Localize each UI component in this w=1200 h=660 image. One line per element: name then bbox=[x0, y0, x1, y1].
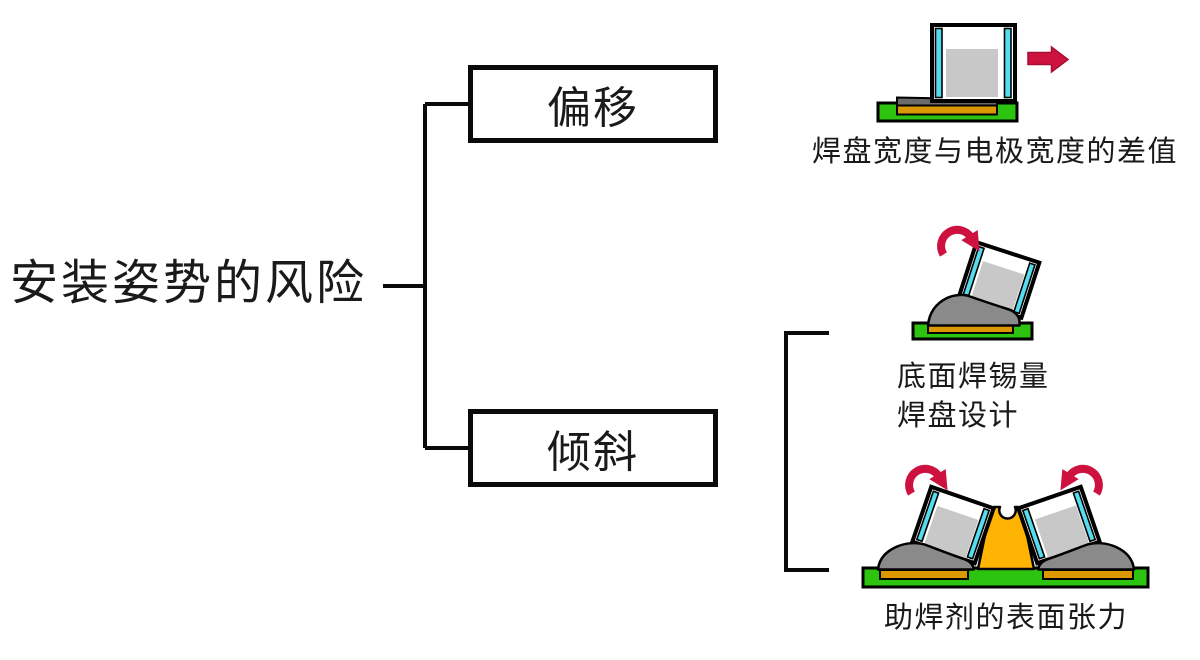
root-node-label: 安装姿势的风险 bbox=[10, 257, 368, 310]
solder-pad bbox=[896, 104, 998, 116]
chip-component bbox=[930, 23, 1017, 103]
left-bracket-line bbox=[383, 102, 468, 450]
caption-pad-offset: 焊盘宽度与电极宽度的差值 bbox=[811, 136, 1178, 168]
node-tilt-label: 倾斜 bbox=[547, 428, 639, 477]
node-box-tilt: 倾斜 bbox=[468, 409, 718, 487]
offset-direction-arrow-icon bbox=[1027, 45, 1070, 74]
pad-offset-illustration bbox=[876, 23, 1070, 123]
caption-single-tilt: 底面焊锡量 焊盘设计 bbox=[897, 358, 1050, 436]
electrode-left bbox=[934, 27, 943, 99]
solder-pad-left bbox=[879, 569, 969, 580]
electrode-right bbox=[1003, 27, 1012, 99]
right-bracket-line bbox=[784, 331, 829, 572]
caption-tombstoning: 助焊剂的表面张力 bbox=[883, 602, 1128, 634]
node-offset-label: 偏移 bbox=[547, 84, 639, 133]
caption-single-tilt-line2: 焊盘设计 bbox=[897, 400, 1020, 432]
single-tilt-illustration bbox=[911, 225, 1042, 341]
tombstoning-illustration bbox=[861, 462, 1150, 589]
rotation-arrow-icon bbox=[937, 225, 980, 257]
chip-core bbox=[946, 49, 998, 97]
caption-single-tilt-line1: 底面焊锡量 bbox=[897, 361, 1050, 393]
solder-fillet bbox=[926, 293, 1021, 327]
solder-pad-right bbox=[1042, 569, 1134, 580]
node-box-offset: 偏移 bbox=[468, 65, 718, 143]
